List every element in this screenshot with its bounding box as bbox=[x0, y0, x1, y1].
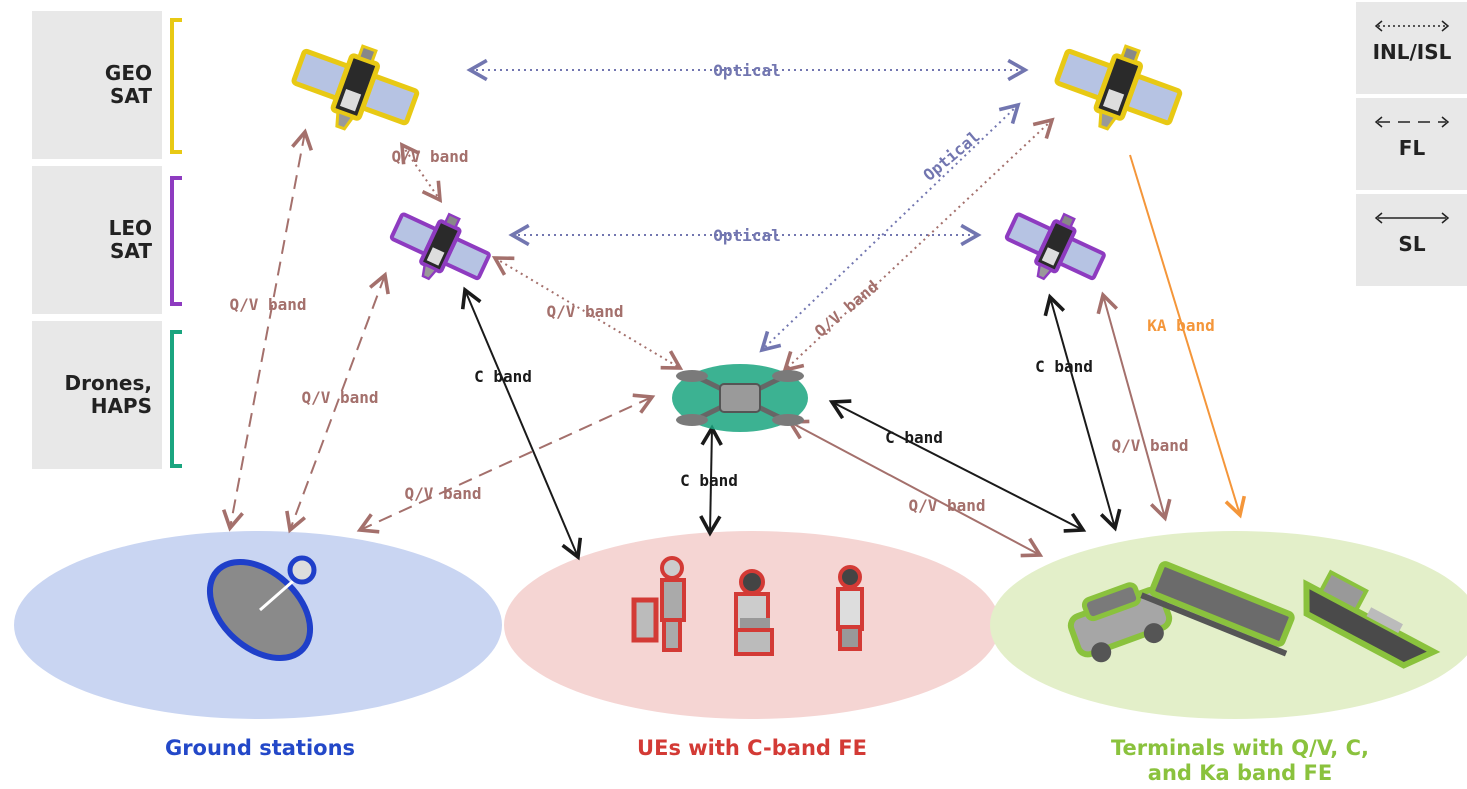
ue-label: UEs with C-band FE bbox=[637, 736, 867, 760]
ka-geo-terminal-label: KA band bbox=[1147, 316, 1214, 335]
tier-leo-label: LEO SAT bbox=[32, 166, 162, 314]
ue-person-laptop-icon bbox=[734, 569, 774, 656]
c-leo-terminal-label: C band bbox=[1035, 357, 1093, 376]
qv-ground-leo-label: Q/V band bbox=[301, 388, 378, 407]
ship-icon bbox=[1303, 569, 1441, 669]
tier-geo-label: GEO SAT bbox=[32, 11, 162, 159]
qv-ground-geo-link bbox=[221, 128, 314, 532]
c-drone-ue-link bbox=[699, 424, 723, 537]
terminals-label: Terminals with Q/V, C, and Ka band FE bbox=[1111, 736, 1369, 786]
ue-person-walking-icon bbox=[836, 565, 864, 651]
drone-icon bbox=[672, 364, 808, 432]
legend-inl-isl: INL/ISL bbox=[1356, 2, 1467, 94]
qv-geo-drone-label: Q/V band bbox=[811, 277, 882, 341]
qv-terminal-leo-label: Q/V band bbox=[1111, 436, 1188, 455]
qv-terminal-drone-label: Q/V band bbox=[908, 496, 985, 515]
train-icon bbox=[1140, 561, 1295, 657]
leo-bracket bbox=[170, 176, 182, 306]
c-drone-terminal-label: C band bbox=[885, 428, 943, 447]
geo-satellite-left-icon bbox=[284, 28, 425, 148]
qv-geo-leo-label: Q/V band bbox=[391, 147, 468, 166]
qv-ground-drone-link bbox=[356, 393, 656, 534]
dashed-arrow-icon bbox=[1374, 116, 1450, 128]
legend-fl-label: FL bbox=[1398, 136, 1426, 160]
drones-bracket bbox=[170, 330, 182, 468]
qv-geo-drone-link bbox=[782, 117, 1055, 373]
ue-person-standing-icon bbox=[631, 556, 686, 652]
legend-fl: FL bbox=[1356, 98, 1467, 190]
legend-sl-label: SL bbox=[1398, 232, 1426, 256]
legend-inl-isl-label: INL/ISL bbox=[1372, 40, 1452, 64]
ka-geo-terminal-link bbox=[1129, 154, 1247, 519]
c-drone-ue-label: C band bbox=[680, 471, 738, 490]
geo-bracket bbox=[170, 18, 182, 154]
leo-satellite-left-icon bbox=[382, 196, 497, 297]
leo-satellite-right-icon bbox=[997, 196, 1112, 297]
geo-satellite-right-icon bbox=[1047, 28, 1188, 148]
qv-geo-leo-link bbox=[399, 142, 443, 203]
solid-arrow-icon bbox=[1374, 212, 1450, 224]
optical-geo-label: Optical bbox=[713, 61, 780, 80]
optical-leo-label: Optical bbox=[713, 226, 780, 245]
qv-ground-leo-link bbox=[285, 271, 390, 534]
c-leo-ue-link bbox=[460, 286, 583, 561]
optical-diag-label: Optical bbox=[920, 127, 984, 185]
qv-ground-drone-label: Q/V band bbox=[404, 484, 481, 503]
c-leo-ue-label: C band bbox=[474, 367, 532, 386]
ground-stations-label: Ground stations bbox=[164, 736, 356, 760]
c-drone-terminal-link bbox=[828, 399, 1087, 533]
qv-leo-drone-label: Q/V band bbox=[546, 302, 623, 321]
satellite-dish-icon bbox=[206, 555, 317, 661]
tier-drones-label: Drones, HAPS bbox=[32, 321, 162, 469]
dotted-arrow-icon bbox=[1374, 20, 1450, 32]
legend-sl: SL bbox=[1356, 194, 1467, 286]
c-leo-terminal-link bbox=[1043, 293, 1122, 532]
qv-ground-geo-label: Q/V band bbox=[229, 295, 306, 314]
